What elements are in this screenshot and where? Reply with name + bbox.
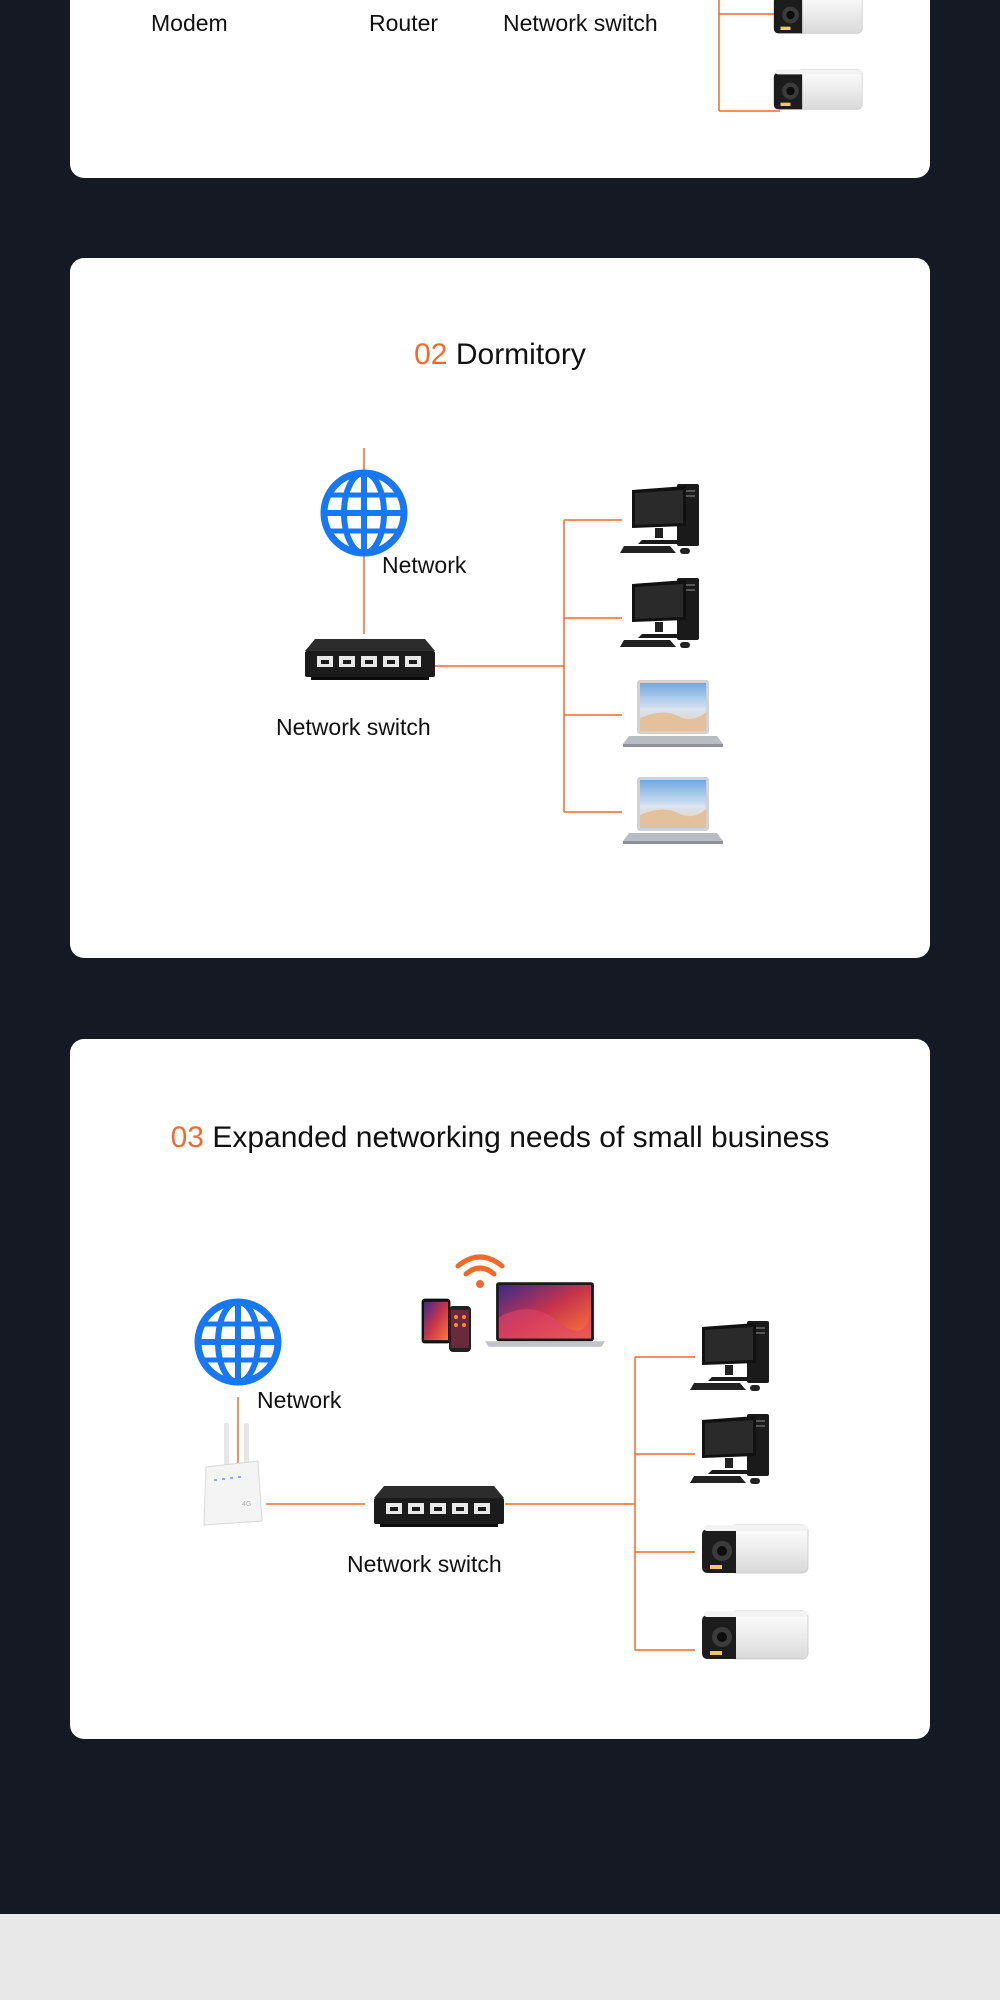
router-icon [203,1422,263,1526]
desktop-computer-icon [620,578,699,648]
section3-title: 03 Expanded networking needs of small bu… [70,1121,930,1155]
camera-icon [773,0,863,34]
section-number: 03 [170,1121,204,1154]
modem-label: Modem [151,10,228,36]
tablet-icon [421,1298,451,1344]
network-switch-label: Network switch [276,714,431,740]
desktop-computer-icon [690,1321,769,1391]
router-label: Router [369,10,439,36]
camera-icon [773,68,863,110]
globe-icon [324,473,404,553]
laptop-icon [623,680,723,747]
section-number: 02 [414,338,448,371]
network-switch-icon [374,1486,504,1527]
network-switch-label: Network switch [347,1551,502,1577]
desktop-computer-icon [620,484,699,554]
laptop-icon [623,777,723,844]
section3-diagram [70,1039,809,1660]
smartphone-icon [449,1306,471,1352]
camera-icon [701,1610,809,1660]
network-switch-icon [305,639,435,680]
section2-title: 02 Dormitory [70,338,930,372]
section1-diagram [718,0,863,112]
desktop-computer-icon [690,1414,769,1484]
section-title-text: Expanded networking needs of small busin… [212,1121,830,1154]
globe-icon [198,1302,278,1382]
section-title-text: Dormitory [455,338,586,371]
network-label: Network [257,1387,342,1413]
section1-card: Modem Router Network switch [70,0,930,178]
section3-card: 03 Expanded networking needs of small bu… [70,1039,930,1739]
network-label: Network [382,552,467,578]
wifi-icon [458,1257,502,1288]
camera-icon [701,1524,809,1574]
section2-card: 02 Dormitory Network Network switch [70,258,930,958]
section2-diagram [305,448,723,844]
network-switch-label: Network switch [503,10,658,36]
laptop-icon [485,1282,605,1347]
